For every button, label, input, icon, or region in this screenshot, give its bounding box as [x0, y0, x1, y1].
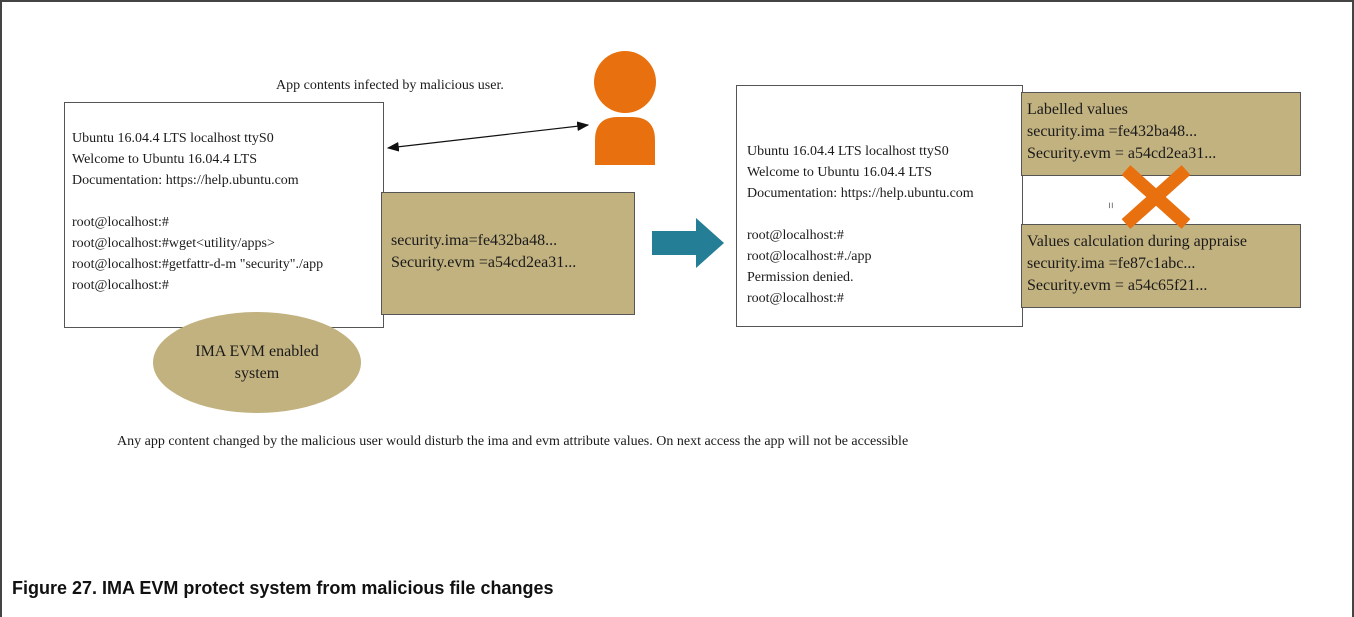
terminal-command: root@localhost:# [72, 215, 169, 230]
labelled-values-box: Labelled values security.ima =fe432ba48.… [1021, 92, 1301, 176]
terminal-line: Documentation: https://help.ubuntu.com [747, 186, 974, 201]
consequence-note: Any app content changed by the malicious… [117, 434, 909, 449]
calculated-values-title: Values calculation during appraise [1027, 233, 1247, 250]
terminal-command: root@localhost:#./app [747, 249, 872, 264]
calculated-values-box: Values calculation during appraise secur… [1021, 224, 1301, 308]
labelled-evm-value: Security.evm = a54cd2ea31... [1027, 145, 1217, 162]
terminal-command: root@localhost:#getfattr-d-m "security".… [72, 257, 324, 272]
right-arrow-icon [652, 218, 724, 268]
terminal-line: Ubuntu 16.04.4 LTS localhost ttyS0 [747, 144, 949, 159]
terminal-command: root@localhost:# [747, 291, 844, 306]
terminal-command: root@localhost:# [72, 278, 169, 293]
labelled-values-title: Labelled values [1027, 101, 1128, 118]
system-label-line: system [234, 364, 280, 382]
terminal-line: Ubuntu 16.04.4 LTS localhost ttyS0 [72, 131, 274, 146]
evm-attribute: Security.evm =a54cd2ea31... [391, 254, 577, 271]
right-terminal: Ubuntu 16.04.4 LTS localhost ttyS0 Welco… [736, 85, 1023, 327]
calculated-evm-value: Security.evm = a54c65f21... [1027, 277, 1208, 294]
x-mark-icon [1121, 165, 1191, 229]
ima-attribute: security.ima=fe432ba48... [391, 232, 558, 249]
terminal-output: Permission denied. [747, 270, 854, 285]
bidirectional-arrow [386, 121, 590, 152]
terminal-line: Documentation: https://help.ubuntu.com [72, 173, 299, 188]
user-icon [594, 51, 656, 165]
system-label-line: IMA EVM enabled [195, 342, 319, 360]
terminal-line: Welcome to Ubuntu 16.04.4 LTS [747, 165, 933, 180]
labelled-ima-value: security.ima =fe432ba48... [1027, 123, 1198, 140]
ima-evm-system-ellipse: IMA EVM enabled system [153, 312, 361, 413]
calculated-ima-value: security.ima =fe87c1abc... [1027, 255, 1196, 272]
left-terminal: Ubuntu 16.04.4 LTS localhost ttyS0 Welco… [64, 102, 384, 328]
left-attributes-box: security.ima=fe432ba48... Security.evm =… [381, 192, 635, 315]
figure-caption: Figure 27. IMA EVM protect system from m… [12, 578, 554, 598]
infection-note: App contents infected by malicious user. [276, 78, 504, 93]
terminal-line: Welcome to Ubuntu 16.04.4 LTS [72, 152, 258, 167]
terminal-command: root@localhost:# [747, 228, 844, 243]
equals-sign: = [1104, 202, 1118, 209]
terminal-command: root@localhost:#wget<utility/apps> [72, 236, 275, 251]
